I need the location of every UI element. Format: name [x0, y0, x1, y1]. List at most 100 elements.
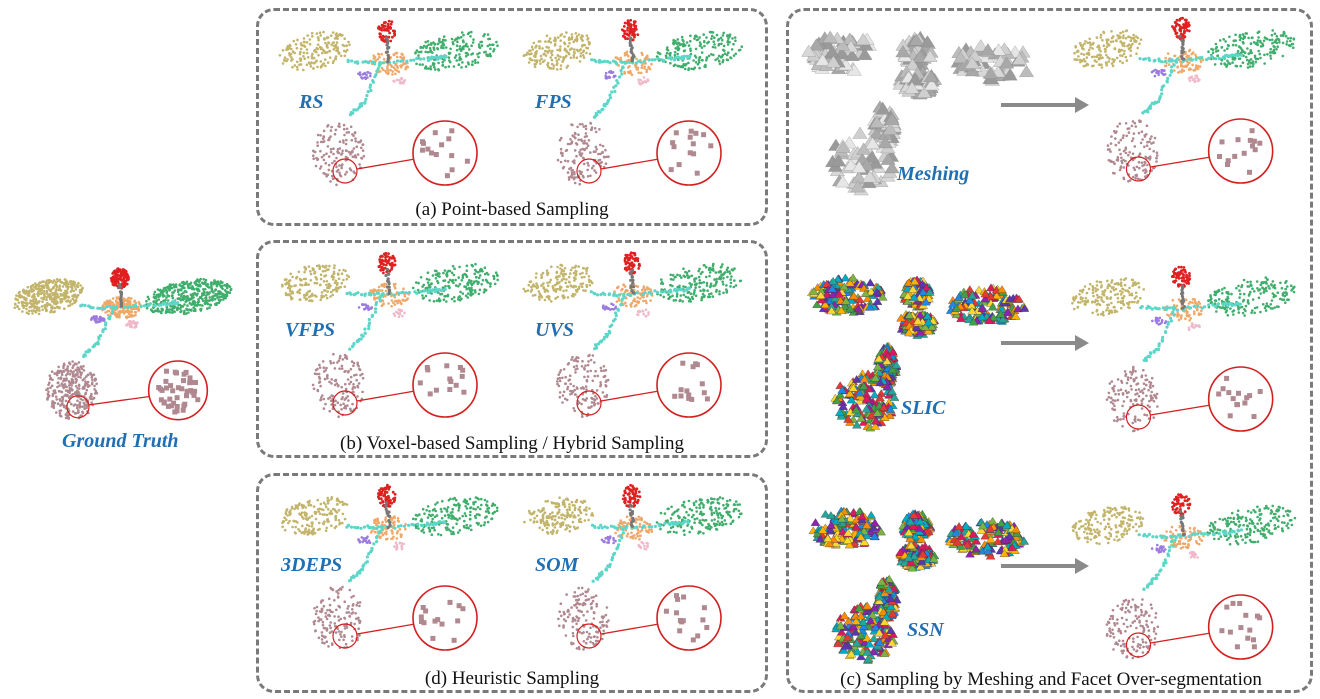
point-cluster	[312, 122, 366, 187]
zoom-source-ring	[1125, 156, 1152, 182]
zoom-samples	[417, 363, 467, 397]
panel-heuristic: 3DEPS SOM (d) Heuristic Sampling	[256, 473, 768, 693]
zoom-source-ring	[66, 395, 90, 419]
zoom-connector-line	[600, 390, 660, 402]
zoom-connector-line	[1150, 404, 1211, 416]
zoom-source-ring	[1125, 404, 1152, 430]
caption-point-based: (a) Point-based Sampling	[415, 199, 609, 220]
point-cluster	[377, 251, 397, 275]
zoom-connector-line	[600, 158, 660, 170]
zoom-source-ring	[576, 158, 602, 184]
zoom-connector-line	[356, 623, 416, 635]
plant-point-cloud-fps	[522, 18, 744, 186]
point-cluster	[623, 251, 641, 276]
point-cluster	[637, 76, 650, 86]
plant-point-cloud-ssn	[1071, 493, 1297, 660]
point-cluster	[392, 308, 406, 319]
point-cluster	[90, 315, 106, 324]
point-cluster	[414, 30, 499, 72]
zoom-circle	[656, 352, 722, 418]
point-cluster	[357, 303, 374, 311]
method-label-rs: RS	[299, 91, 324, 113]
point-cluster	[357, 71, 372, 81]
point-cluster	[13, 278, 84, 316]
point-cluster	[1171, 493, 1192, 518]
arrow-icon	[1001, 558, 1089, 574]
point-cluster	[655, 30, 744, 71]
zoom-source-ring	[332, 623, 358, 649]
point-cluster	[145, 277, 233, 316]
method-label-ssn: SSN	[907, 619, 944, 641]
zoom-source-ring	[332, 390, 358, 416]
zoom-samples	[663, 593, 710, 643]
plant-point-cloud-meshing	[1073, 16, 1296, 184]
zoom-circle	[1207, 118, 1274, 184]
point-cluster	[368, 51, 409, 76]
point-cluster	[125, 320, 139, 329]
point-cluster	[1073, 29, 1143, 69]
zoom-samples	[672, 360, 710, 402]
caption-heuristic: (d) Heuristic Sampling	[424, 668, 600, 689]
point-cluster	[392, 76, 407, 85]
zoom-samples	[1216, 375, 1263, 419]
point-cluster	[1187, 322, 1201, 331]
zoom-samples	[1219, 600, 1263, 650]
mesh-facets	[808, 506, 1029, 664]
point-cluster	[45, 360, 99, 420]
caption-meshing: (c) Sampling by Meshing and Facet Over-s…	[840, 669, 1262, 690]
zoom-connector-line	[600, 623, 660, 635]
point-cluster	[311, 352, 365, 418]
panel-voxel-based: VFPS UVS (b) Voxel-based Sampling / Hybr…	[256, 240, 768, 458]
zoom-samples	[156, 368, 201, 415]
point-cluster	[367, 282, 411, 308]
point-cluster	[600, 535, 617, 545]
plant-point-cloud-slic	[1071, 265, 1296, 433]
point-cluster	[281, 264, 351, 303]
point-cluster	[1150, 543, 1167, 554]
zoom-samples	[418, 599, 466, 643]
method-label-meshing: Meshing	[897, 163, 970, 185]
point-cluster	[1188, 550, 1199, 559]
mesh-surface-ssn	[808, 506, 1029, 664]
point-cluster	[411, 496, 499, 537]
zoom-connector-line	[88, 395, 151, 406]
zoom-samples	[1217, 128, 1263, 175]
plant-point-cloud-3deps	[281, 483, 499, 651]
zoom-connector-line	[1150, 632, 1211, 644]
panel-point-based: RS FPS (a) Point-based Sampling	[256, 8, 768, 226]
plant-point-cloud-vfps	[281, 251, 499, 418]
point-cluster	[1207, 29, 1296, 69]
mesh-surface-gray	[801, 30, 1034, 196]
zoom-connector-line	[356, 390, 416, 402]
mesh-surface-slic	[807, 273, 1030, 432]
point-cluster	[1105, 598, 1160, 660]
point-cluster	[377, 483, 397, 508]
plant-point-cloud-rs	[278, 19, 499, 187]
point-cluster	[1161, 524, 1205, 550]
point-cluster	[1106, 119, 1159, 183]
arrow-icon	[1001, 335, 1089, 351]
point-cluster	[636, 308, 650, 318]
point-cluster	[604, 70, 617, 80]
panel-meshing: Meshing SLIC SSN (c) Sampling by Meshing…	[786, 8, 1313, 693]
point-cluster	[357, 535, 372, 544]
point-cluster	[556, 121, 610, 186]
point-cluster	[1170, 265, 1192, 288]
point-cluster	[393, 541, 406, 551]
zoom-source-ring	[576, 390, 602, 416]
point-cluster	[1206, 504, 1297, 546]
ground-truth-label: Ground Truth	[62, 430, 179, 452]
point-cluster	[312, 585, 362, 649]
point-cluster	[557, 586, 610, 651]
caption-voxel-based: (b) Voxel-based Sampling / Hybrid Sampli…	[340, 433, 684, 454]
zoom-source-ring	[1125, 632, 1152, 658]
zoom-source-ring	[332, 158, 358, 184]
plant-point-cloud-som	[523, 483, 743, 651]
mesh-facets	[807, 273, 1030, 432]
plant-point-cloud	[13, 267, 233, 421]
zoom-samples	[420, 128, 470, 179]
plant-point-cloud-uvs	[522, 251, 742, 418]
point-cluster	[655, 496, 743, 536]
zoom-connector-line	[1150, 156, 1211, 168]
point-cluster	[376, 19, 396, 44]
